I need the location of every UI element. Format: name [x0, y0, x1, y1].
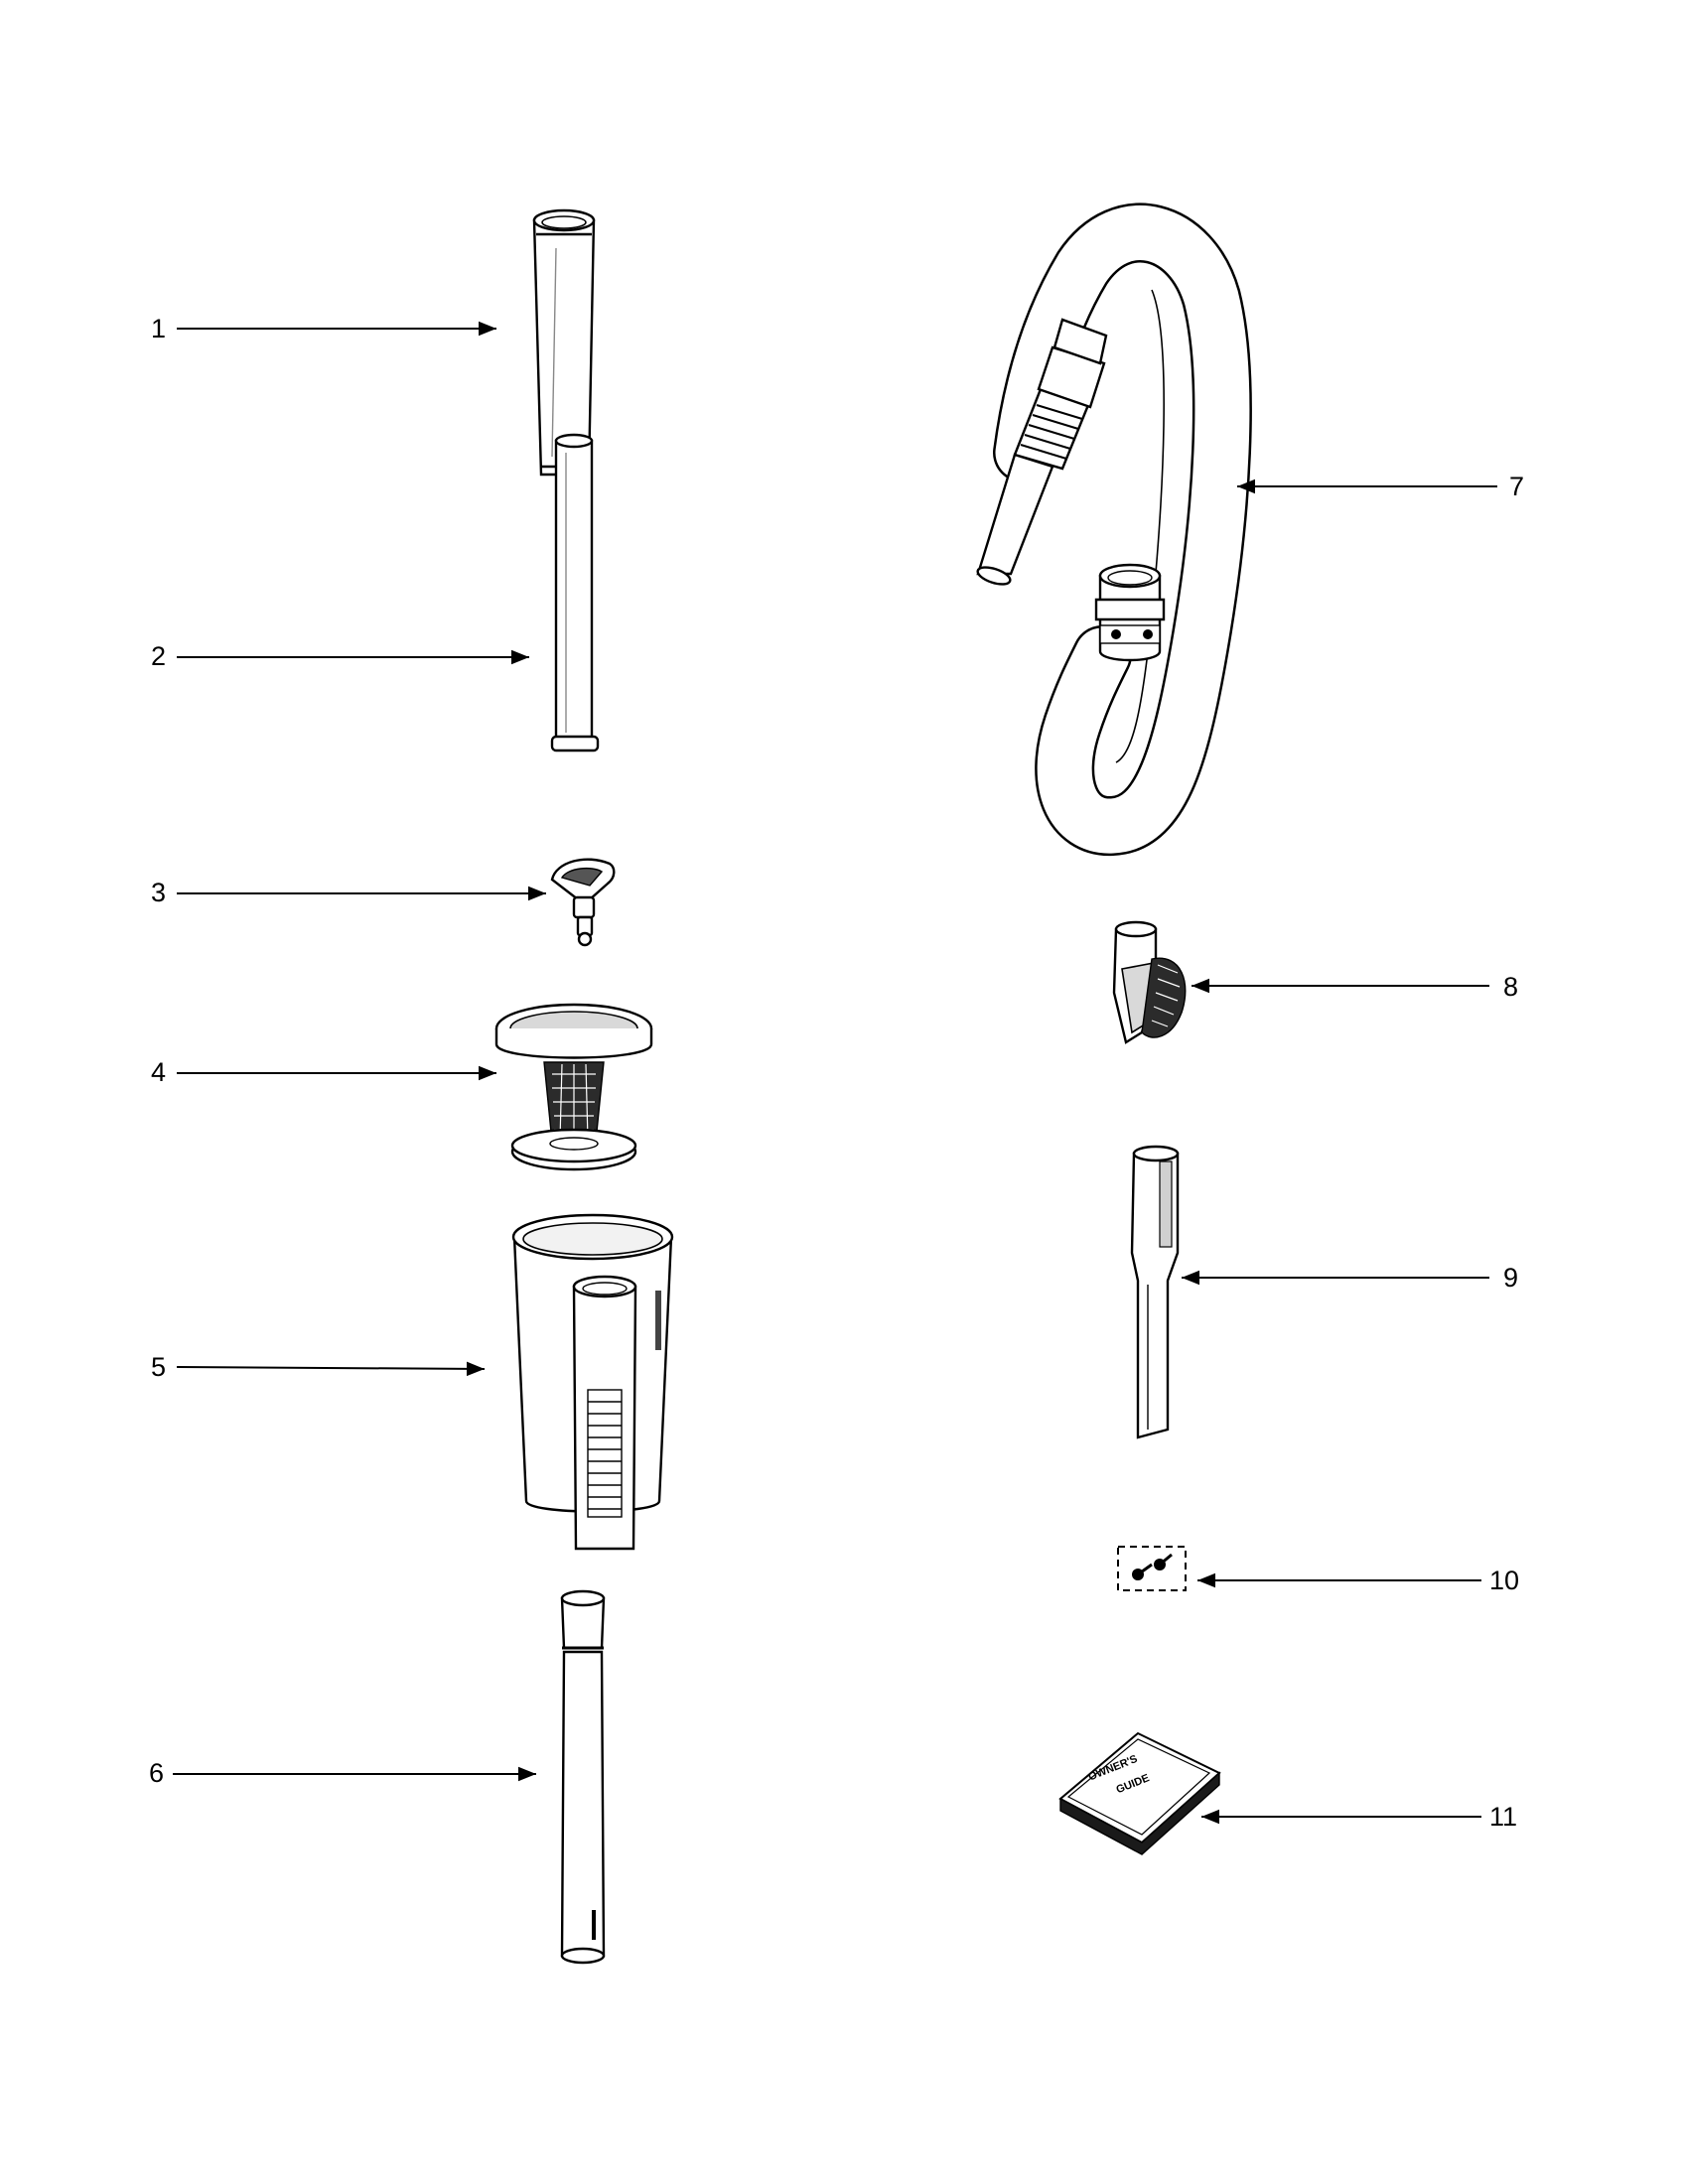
- callout-8: 8: [1192, 972, 1518, 1002]
- callout-5: 5: [151, 1352, 486, 1382]
- callout-2: 2: [151, 641, 529, 671]
- callout-5-number: 5: [151, 1352, 166, 1382]
- part-8-dusting-brush: [1112, 920, 1187, 1044]
- part-10-screws: [1117, 1546, 1187, 1591]
- part-7-hose: [976, 203, 1252, 856]
- callout-6: 6: [149, 1758, 536, 1788]
- part-4-filter-assembly: [494, 1003, 653, 1171]
- callout-3: 3: [151, 878, 546, 907]
- callout-11: 11: [1201, 1802, 1517, 1832]
- callout-1: 1: [151, 314, 496, 343]
- part-3-latch-knob: [550, 858, 616, 947]
- callout-6-number: 6: [149, 1758, 164, 1788]
- callout-8-number: 8: [1503, 972, 1518, 1002]
- callout-10-number: 10: [1489, 1566, 1519, 1595]
- callout-5-leader: [176, 1361, 486, 1377]
- part-9-crevice-tool: [1130, 1145, 1180, 1439]
- part-2-inner-tube: [550, 433, 600, 752]
- callout-4: 4: [151, 1057, 496, 1087]
- callout-1-number: 1: [151, 314, 166, 343]
- part-11-owners-guide: OWNER'S GUIDE: [1058, 1731, 1221, 1855]
- callout-3-number: 3: [151, 878, 166, 907]
- callout-4-number: 4: [151, 1057, 166, 1087]
- callout-11-number: 11: [1489, 1802, 1517, 1832]
- callout-7: 7: [1237, 472, 1524, 501]
- callout-9: 9: [1182, 1263, 1518, 1293]
- callout-2-number: 2: [151, 641, 166, 671]
- part-5-dust-cup: [511, 1213, 674, 1551]
- callout-7-number: 7: [1509, 472, 1524, 501]
- callout-10: 10: [1197, 1566, 1519, 1595]
- part-6-wand: [560, 1589, 606, 1965]
- callout-9-number: 9: [1503, 1263, 1518, 1293]
